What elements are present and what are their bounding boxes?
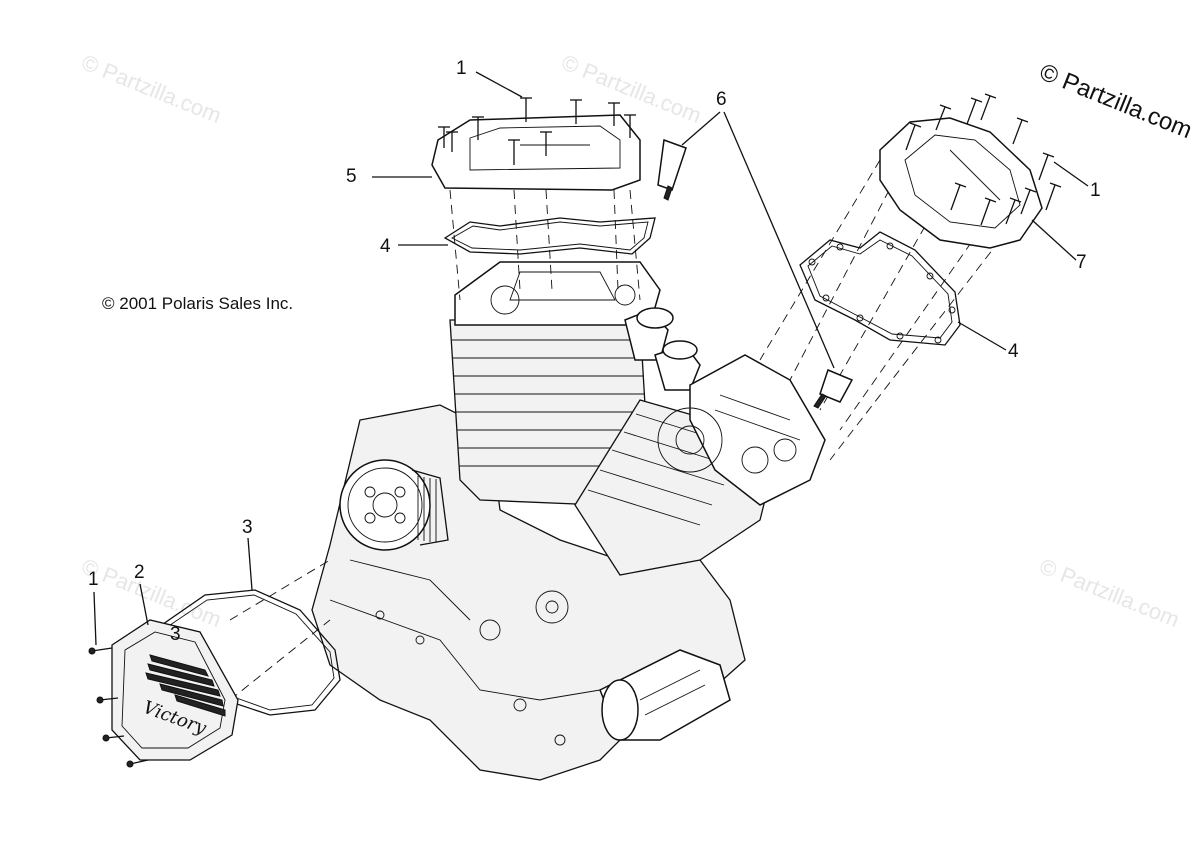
watermark: © Partzilla.com [1036, 553, 1183, 632]
callout-gasket-right: 4 [1008, 341, 1019, 362]
callout-timing-cover: 2 [134, 562, 145, 583]
copyright-notice: © 2001 Polaris Sales Inc. [102, 294, 293, 313]
engine-assembly [311, 261, 826, 781]
callout-cover-gasket-inner: 3 [170, 624, 181, 645]
spark-plug-rear [813, 368, 854, 409]
callout-bolts-top: 1 [456, 58, 467, 79]
callout-cover-gasket: 3 [242, 517, 253, 538]
timing-cover-screws [88, 647, 149, 768]
callout-rocker-cover-top: 5 [346, 166, 357, 187]
front-cylinder [449, 261, 701, 506]
rocker-cover-bolts [438, 97, 636, 165]
callout-bolt-left: 1 [88, 569, 99, 590]
starter-motor [599, 649, 731, 741]
watermark: © Partzilla.com [78, 49, 225, 128]
cover-grille [145, 654, 226, 717]
valve-cover-gasket-rear [799, 231, 961, 346]
callout-spark-plugs: 6 [716, 89, 727, 110]
rocker-cover-rear-bolts [905, 93, 1062, 226]
rocker-cover-rear [879, 117, 1043, 249]
callout-bolts-right: 1 [1090, 180, 1101, 201]
callout-rocker-cover-right: 7 [1076, 252, 1087, 273]
spark-plug-front [657, 138, 687, 201]
timing-cover: Victory [111, 619, 239, 761]
gasket-holes [808, 242, 956, 344]
rear-cylinder [574, 354, 826, 576]
rocker-cover-front [431, 114, 641, 191]
brand-label: © Partzilla.com [1036, 59, 1196, 145]
valve-cover-gasket-front [443, 217, 656, 255]
cam-gear [339, 459, 449, 551]
callouts: 1 5 4 6 1 7 4 3 2 1 3 [88, 58, 1101, 646]
callout-gasket-top: 4 [380, 236, 391, 257]
